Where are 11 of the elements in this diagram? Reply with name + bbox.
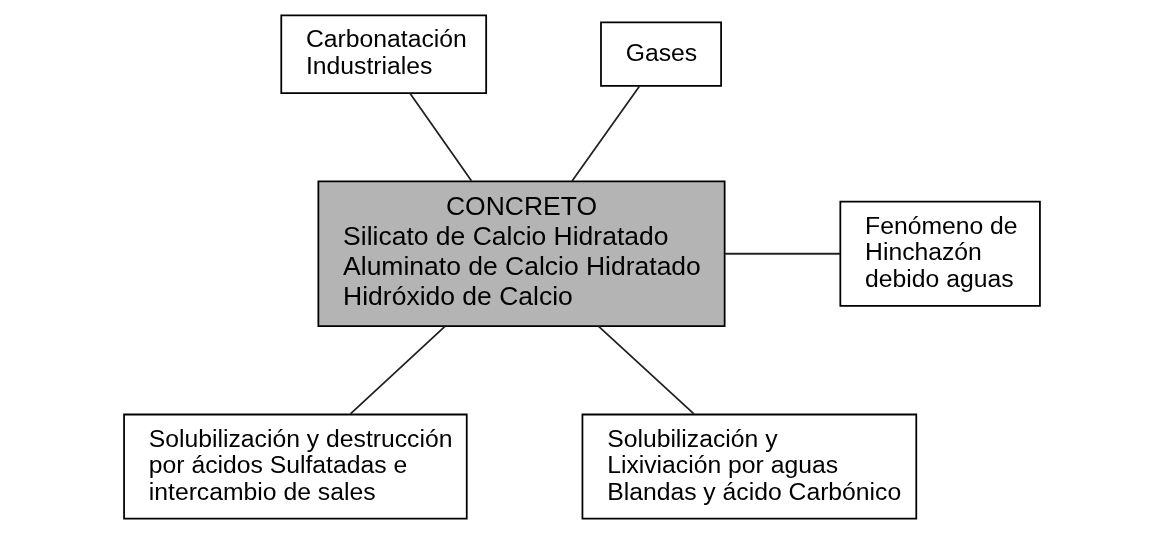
node-box: Carbonatación Industriales: [279, 14, 487, 94]
connector: [723, 252, 841, 255]
connector: [349, 325, 446, 415]
node-box: CONCRETO Silicato de Calcio Hidratado Aluminato de Calcio Hidratado Hidróxido de Calcio: [317, 180, 726, 328]
node-box: Fenómeno de Hinchazón debido aguas: [838, 200, 1041, 307]
node-box: Solubilización y destrucción por ácidos Sulfatadas e intercambio de sales: [122, 413, 468, 520]
connector: [408, 92, 472, 182]
node-box: Gases: [599, 21, 722, 87]
node-box: Solubilización y Lixiviación por aguas Blandas y ácido Carbónico: [581, 413, 917, 520]
connector: [570, 85, 640, 182]
connector: [597, 325, 695, 415]
